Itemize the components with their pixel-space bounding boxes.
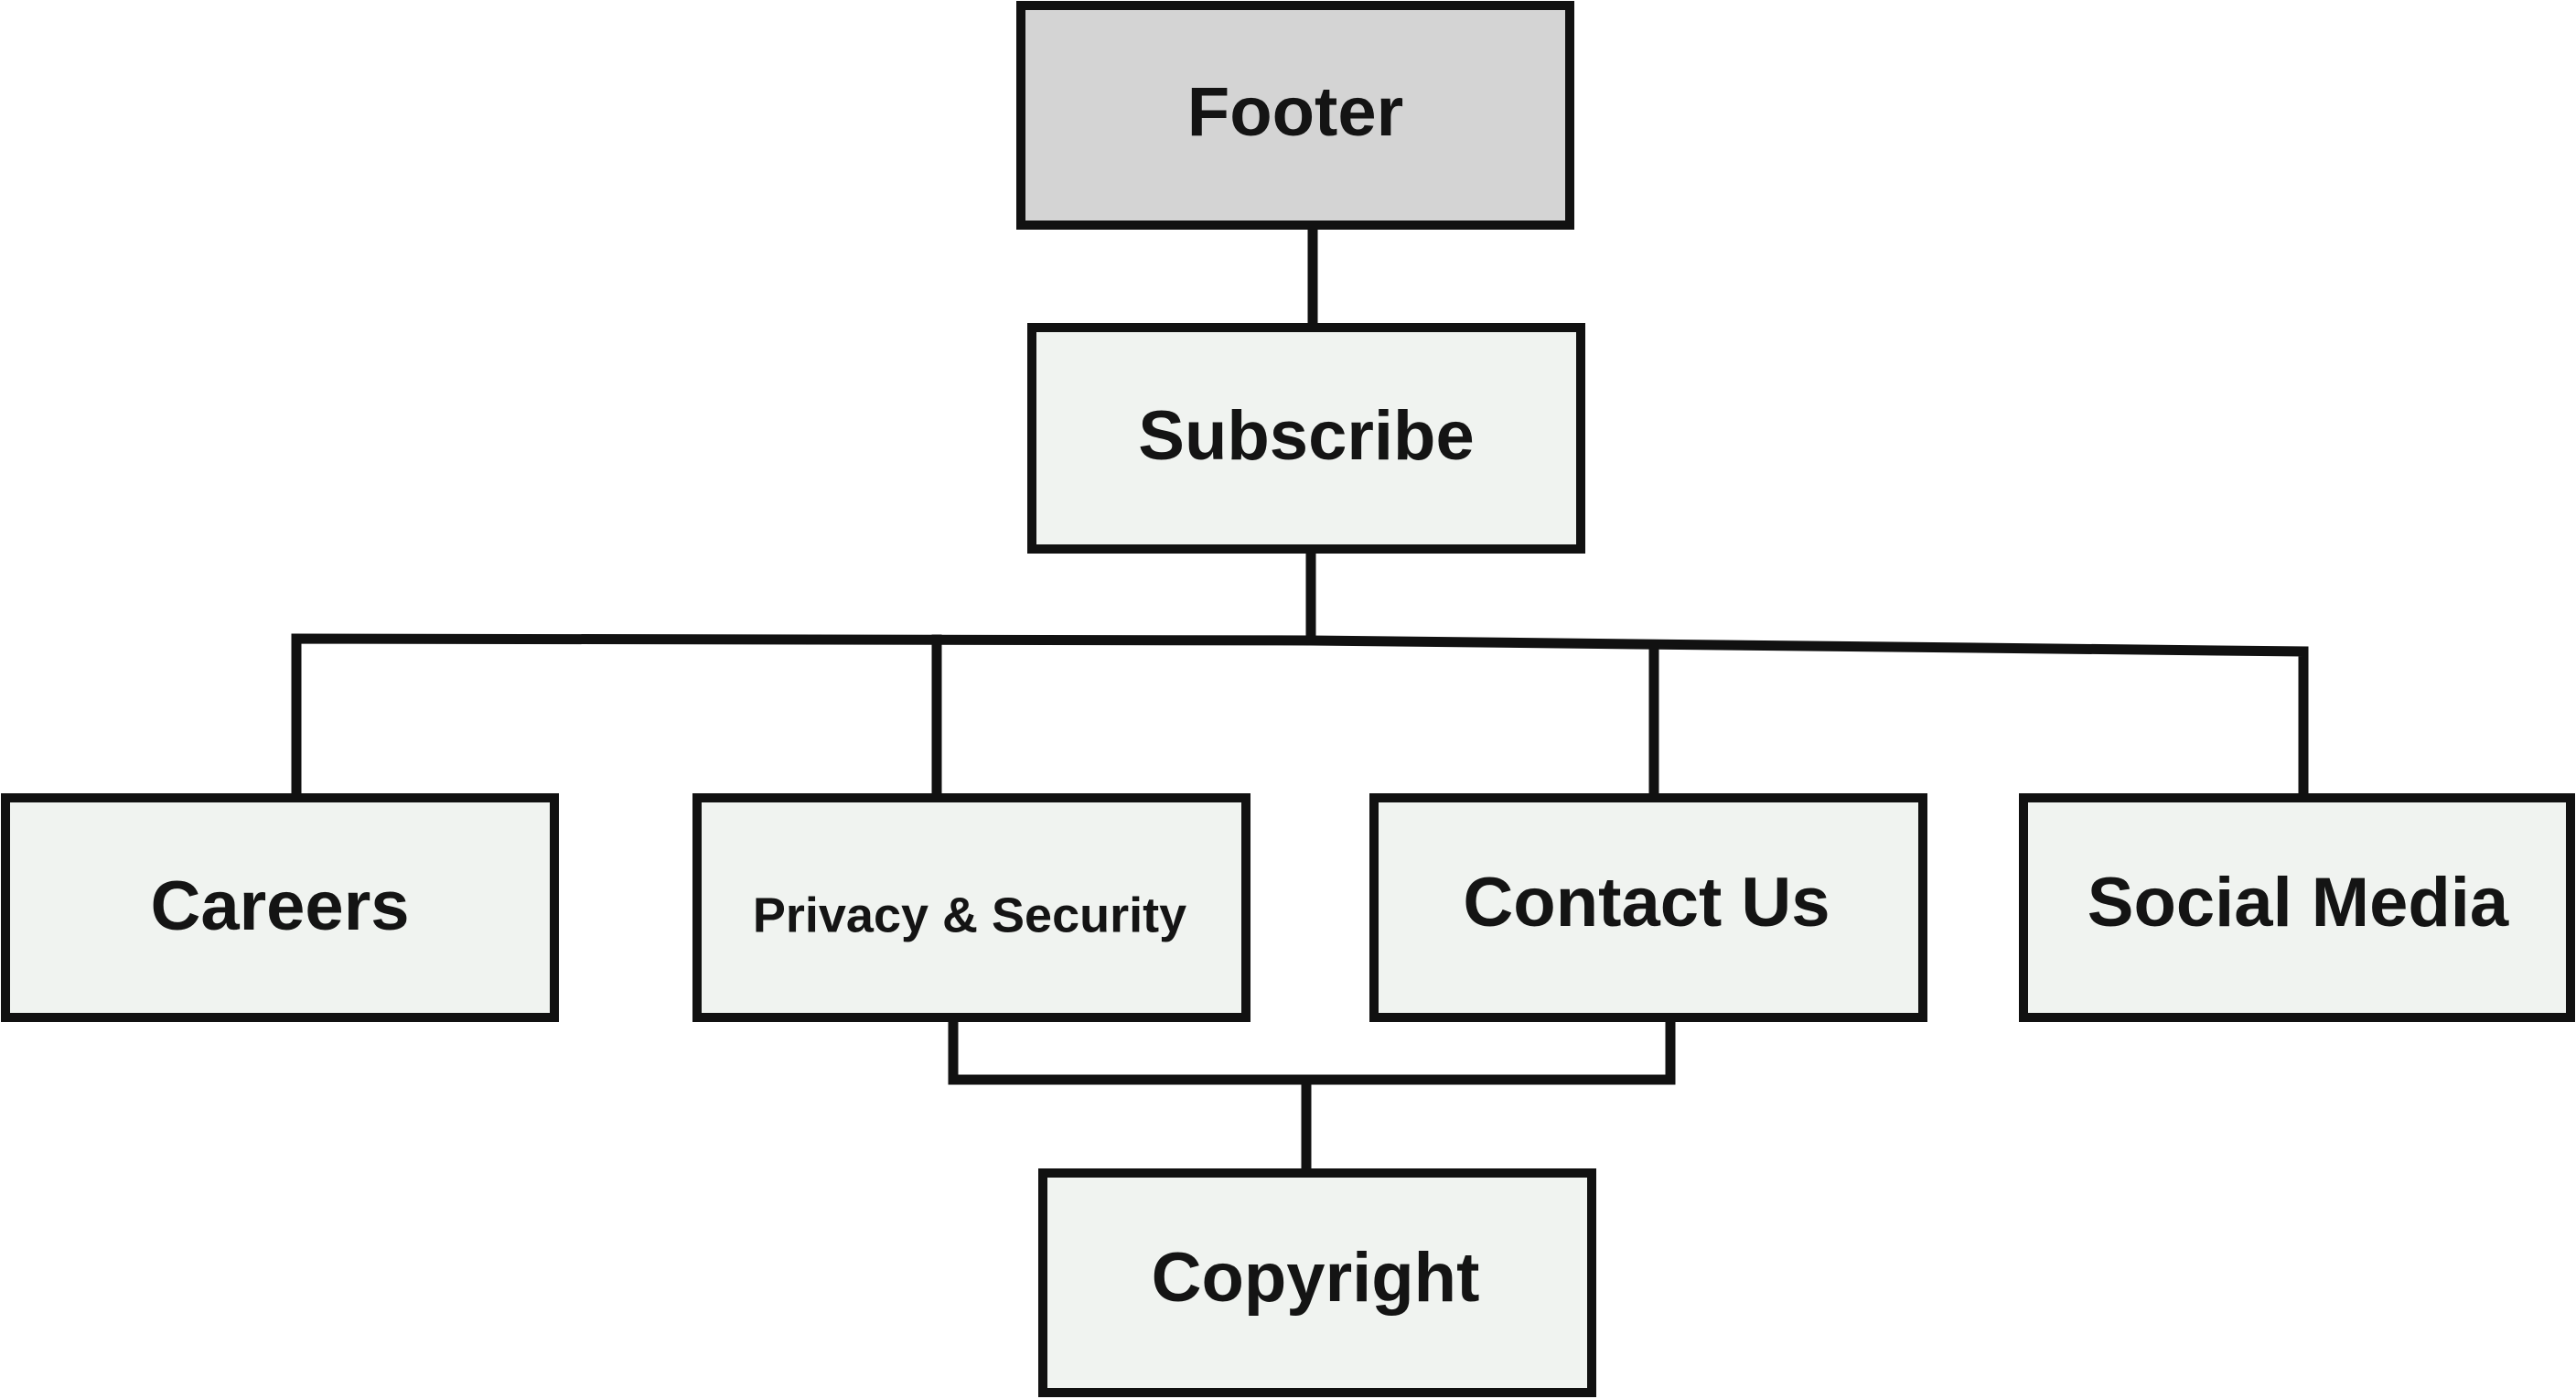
node-footer-box bbox=[1016, 1, 1574, 230]
node-careers: Careers bbox=[1, 793, 559, 1022]
node-copyright-label: Copyright bbox=[1152, 1239, 1480, 1317]
node-privacy-security-label: Privacy & Security bbox=[753, 888, 1186, 942]
node-careers-box bbox=[1, 793, 559, 1022]
node-footer-label: Footer bbox=[1187, 73, 1403, 151]
node-copyright: Copyright bbox=[1038, 1168, 1596, 1397]
node-subscribe: Subscribe bbox=[1027, 323, 1585, 554]
node-contact-us-box bbox=[1369, 793, 1927, 1022]
node-contact-us-label: Contact Us bbox=[1463, 864, 1830, 942]
connector-privacy-contact-copyright bbox=[948, 1015, 1676, 1177]
connector-branch-bus bbox=[291, 633, 2309, 802]
node-footer: Footer bbox=[1016, 1, 1574, 230]
node-social-media-label: Social Media bbox=[2088, 864, 2509, 942]
node-social-media-box bbox=[2019, 793, 2575, 1022]
node-copyright-box bbox=[1038, 1168, 1596, 1397]
node-subscribe-label: Subscribe bbox=[1138, 397, 1474, 475]
node-privacy-security-box bbox=[692, 793, 1250, 1022]
node-social-media: Social Media bbox=[2019, 793, 2575, 1022]
connectors bbox=[291, 223, 2309, 1177]
node-subscribe-box bbox=[1027, 323, 1585, 554]
node-contact-us: Contact Us bbox=[1369, 793, 1927, 1022]
node-privacy-security: Privacy & Security bbox=[692, 793, 1250, 1022]
node-careers-label: Careers bbox=[150, 867, 409, 945]
